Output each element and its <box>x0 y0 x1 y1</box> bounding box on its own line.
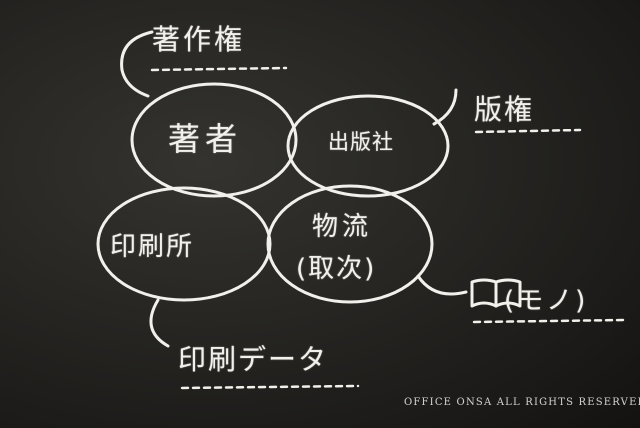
publishing-rights-connector <box>432 88 458 126</box>
copyright-notice: OFFICE ONSA ALL RIGHTS RESERVED. <box>404 397 640 408</box>
logistics-label: 物流 <box>312 212 373 242</box>
publisher-circle <box>286 94 450 198</box>
open-book-icon <box>470 278 522 308</box>
copyright-label: 著作権 <box>152 23 246 56</box>
copyright-connector <box>120 30 154 98</box>
book-connector <box>416 274 468 296</box>
publishing-rights-underline <box>474 128 582 134</box>
logistics-circle <box>266 184 434 304</box>
author-circle <box>130 82 298 198</box>
publishing-rights-label: 版権 <box>474 93 535 126</box>
copyright-underline <box>150 66 288 72</box>
print-data-label: 印刷データ <box>178 343 329 376</box>
print-data-connector <box>149 298 170 348</box>
printer-circle <box>96 186 272 302</box>
book-underline <box>472 318 628 324</box>
printer-label: 印刷所 <box>110 232 195 262</box>
publisher-label: 出版社 <box>328 130 394 154</box>
goods-label: (モノ) <box>504 286 589 316</box>
distributor-label: (取次) <box>296 254 377 284</box>
author-label: 著者 <box>168 120 243 158</box>
print-data-underline <box>180 384 360 390</box>
